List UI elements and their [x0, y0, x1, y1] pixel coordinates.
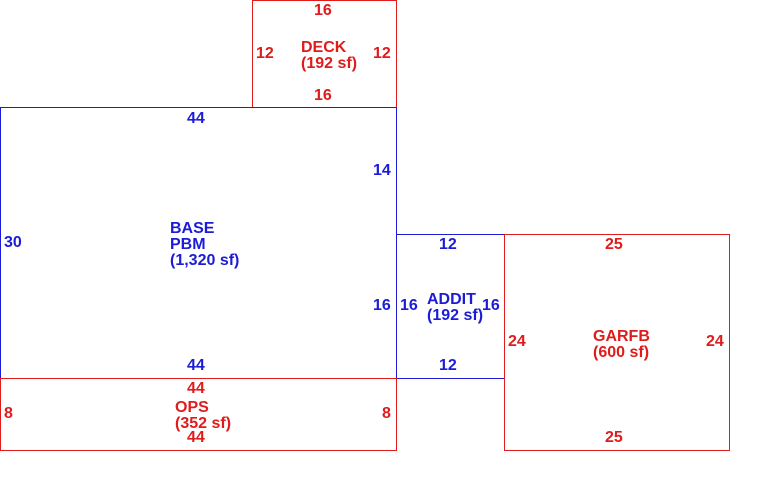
garfb-right-dimension: 24 [706, 333, 724, 350]
ops-outline [0, 378, 397, 451]
garfb-label: GARFB (600 sf) [593, 329, 650, 361]
base-area: (1,320 sf) [170, 252, 240, 269]
addit-area: (192 sf) [427, 307, 484, 324]
ops-bottom-dimension: 44 [187, 429, 205, 446]
ops-code: OPS [175, 399, 209, 416]
addit-code: ADDIT [427, 291, 476, 308]
deck-left-dimension: 12 [256, 45, 274, 62]
base-code: BASE [170, 220, 215, 237]
garfb-outline [504, 234, 730, 451]
base-label: BASE PBM (1,320 sf) [170, 221, 239, 269]
ops-label: OPS (352 sf) [175, 400, 231, 432]
addit-right-dimension: 16 [482, 297, 500, 314]
base-sub: PBM [170, 236, 206, 253]
base-right-upper-dimension: 14 [373, 162, 391, 179]
ops-area: (352 sf) [175, 415, 232, 432]
deck-label: DECK (192 sf) [301, 40, 357, 72]
addit-bottom-dimension: 12 [439, 357, 457, 374]
garfb-bottom-dimension: 25 [605, 429, 623, 446]
deck-bottom-dimension: 16 [314, 87, 332, 104]
base-bottom-dimension: 44 [187, 357, 205, 374]
ops-top-dimension: 44 [187, 380, 205, 397]
garfb-left-dimension: 24 [508, 333, 526, 350]
base-top-dimension: 44 [187, 110, 205, 127]
base-right-lower-dimension: 16 [373, 297, 391, 314]
garfb-area: (600 sf) [593, 344, 650, 361]
deck-area: (192 sf) [301, 55, 358, 72]
addit-top-dimension: 12 [439, 236, 457, 253]
base-left-dimension: 30 [4, 234, 22, 251]
ops-left-dimension: 8 [4, 405, 13, 422]
deck-code: DECK [301, 39, 347, 56]
garfb-code: GARFB [593, 328, 650, 345]
garfb-top-dimension: 25 [605, 236, 623, 253]
deck-top-dimension: 16 [314, 2, 332, 19]
ops-right-dimension: 8 [382, 405, 391, 422]
addit-left-dimension: 16 [400, 297, 418, 314]
addit-label: ADDIT (192 sf) [427, 292, 483, 324]
deck-right-dimension: 12 [373, 45, 391, 62]
